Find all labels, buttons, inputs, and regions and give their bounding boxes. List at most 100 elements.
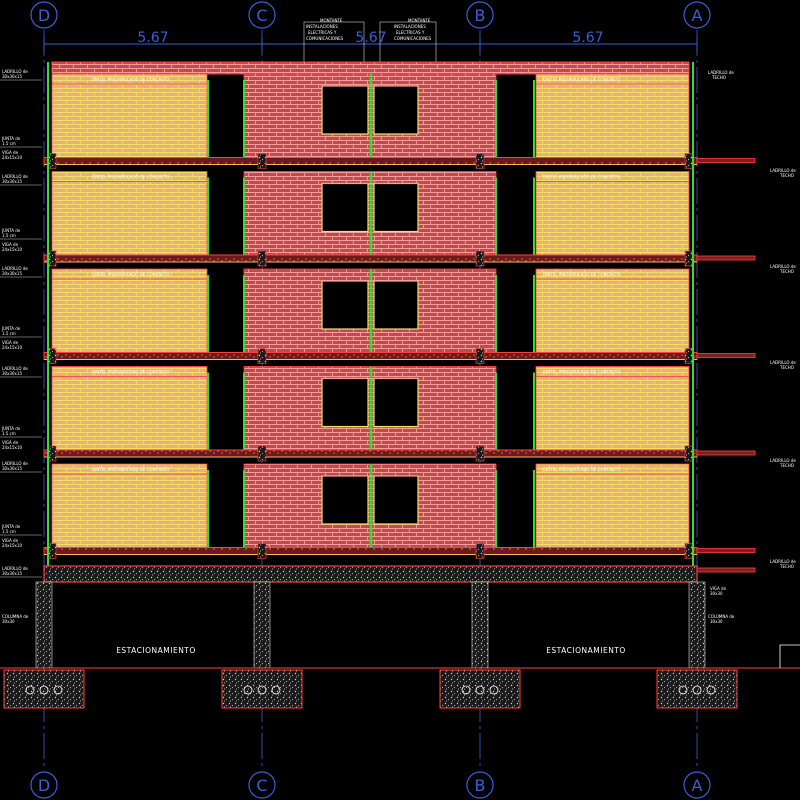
beam-stub-2 — [475, 445, 485, 462]
footing-d — [3, 669, 85, 709]
left-note-ladrillo-size: 30x30x15 — [2, 571, 22, 576]
right-note-columna: COLUMNA de — [708, 614, 735, 619]
parking-label-left: ESTACIONAMIENTO — [116, 646, 196, 655]
parking-label-right: ESTACIONAMIENTO — [546, 646, 626, 655]
rebar-mark-2 — [271, 685, 281, 695]
footing-c — [221, 669, 303, 709]
axis-label-top-c: C — [256, 6, 267, 25]
left-note-viga-size: 24x15x10 — [2, 345, 22, 350]
montante-right-line1: MONTANTE — [408, 18, 431, 23]
beam-stub-1 — [257, 153, 267, 169]
axis-bubble-bottom-b — [466, 771, 494, 799]
left-note-columna-size: 30x30 — [2, 619, 15, 624]
slab-projection — [696, 158, 756, 163]
left-note-junta-size: 1.5 cm — [2, 431, 16, 436]
left-note-viga: VIGA de — [2, 538, 19, 543]
wall-light-right — [535, 181, 690, 256]
right-note-columna-size: 30x30 — [710, 619, 723, 624]
right-note-ladrillo-size: TECHO — [779, 173, 794, 178]
beam-stub-2 — [475, 348, 485, 364]
right-note-ladrillo: LADRILLO de — [770, 559, 796, 564]
left-note-ladrillo-size: 30x30x15 — [2, 371, 22, 376]
left-note-junta-size: 1.5 cm — [2, 529, 16, 534]
transfer-projection — [696, 567, 756, 573]
parking-level: ESTACIONAMIENTO ESTACIONAMIENTO — [0, 644, 800, 669]
door-opening-right — [498, 179, 533, 255]
left-note-junta-size: 1.5 cm — [2, 141, 16, 146]
floor-slab — [43, 449, 698, 458]
lintel-label-right: DINTEL PREFABRICADO DE CONCRETO — [543, 370, 620, 375]
beam-stub-3 — [684, 250, 694, 267]
roof-parapet — [51, 61, 690, 75]
beam-stub-0 — [47, 153, 57, 169]
left-note-viga-size: 24x15x10 — [2, 155, 22, 160]
left-note-ladrillo-size: 30x30x15 — [2, 179, 22, 184]
axis-label-bottom-a: A — [692, 776, 703, 795]
footing-body — [3, 669, 85, 709]
montante-left-line2: INSTALACIONES — [306, 24, 338, 29]
beam-stub-3 — [684, 543, 694, 559]
rebar-mark-0 — [25, 685, 35, 695]
rebar-mark-0 — [678, 685, 688, 695]
rebar-mark-2 — [706, 685, 716, 695]
left-note-ladrillo: LADRILLO de — [2, 566, 28, 571]
footing-body — [656, 669, 738, 709]
left-note-viga-size: 24x15x10 — [2, 247, 22, 252]
beam-stub-3 — [684, 348, 694, 364]
door-opening-left — [210, 277, 242, 353]
wall-light-left — [51, 473, 208, 548]
right-note-ladrillo-size: TECHO — [779, 564, 794, 569]
left-note-viga: VIGA de — [2, 242, 19, 247]
axis-bubble-top-c — [248, 1, 276, 29]
rebar-mark-2 — [53, 685, 63, 695]
window-left — [321, 475, 369, 525]
beam-stub-0 — [47, 543, 57, 559]
lintel-label-left: DINTEL PREFABRICADO DE CONCRETO — [92, 77, 169, 82]
rebar-mark-1 — [257, 685, 267, 695]
axis-bubble-bottom-a — [683, 771, 711, 799]
rebar-mark-1 — [692, 685, 702, 695]
window-right — [373, 182, 419, 233]
window-right — [373, 377, 419, 428]
door-opening-right — [498, 82, 533, 158]
left-note-junta: JUNTA de — [1, 136, 21, 141]
left-note-junta: JUNTA de — [1, 326, 21, 331]
lintel-left — [51, 463, 208, 475]
slab-projection — [696, 548, 756, 553]
window-right — [373, 85, 419, 135]
lintel-right — [535, 171, 690, 182]
left-note-junta-size: 1.5 cm — [2, 331, 16, 336]
beam-stub-1 — [257, 445, 267, 462]
lintel-right — [535, 73, 690, 85]
montante-right-line2: INSTALACIONES — [394, 24, 426, 29]
left-note-junta-size: 1.5 cm — [2, 233, 16, 238]
parking-column-a — [688, 581, 706, 669]
floor-slab — [43, 254, 698, 263]
left-note-junta: JUNTA de — [1, 426, 21, 431]
parking-column-b — [471, 581, 489, 669]
left-note-viga: VIGA de — [2, 440, 19, 445]
lintel-right — [535, 268, 690, 280]
beam-stub-3 — [684, 445, 694, 462]
wall-light-left — [51, 83, 208, 158]
montante-left-line1: MONTANTE — [320, 18, 343, 23]
beam-stub-0 — [47, 445, 57, 462]
slab-projection — [696, 353, 756, 358]
floor-slab — [43, 547, 698, 555]
door-opening-right — [498, 277, 533, 353]
wall-light-left — [51, 278, 208, 353]
rebar-mark-2 — [489, 685, 499, 695]
floor-slab — [43, 157, 698, 165]
lintel-label-left: DINTEL PREFABRICADO DE CONCRETO — [92, 272, 169, 277]
